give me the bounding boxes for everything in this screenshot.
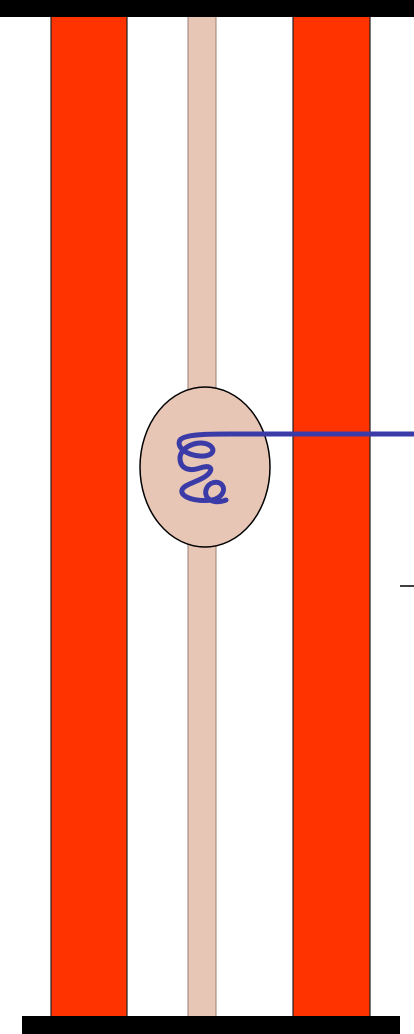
bottom-plate: [22, 1016, 400, 1034]
left-band: [50, 13, 128, 1021]
top-plate: [0, 0, 414, 17]
probe-wire: [176, 431, 414, 505]
right-band: [292, 13, 371, 1021]
